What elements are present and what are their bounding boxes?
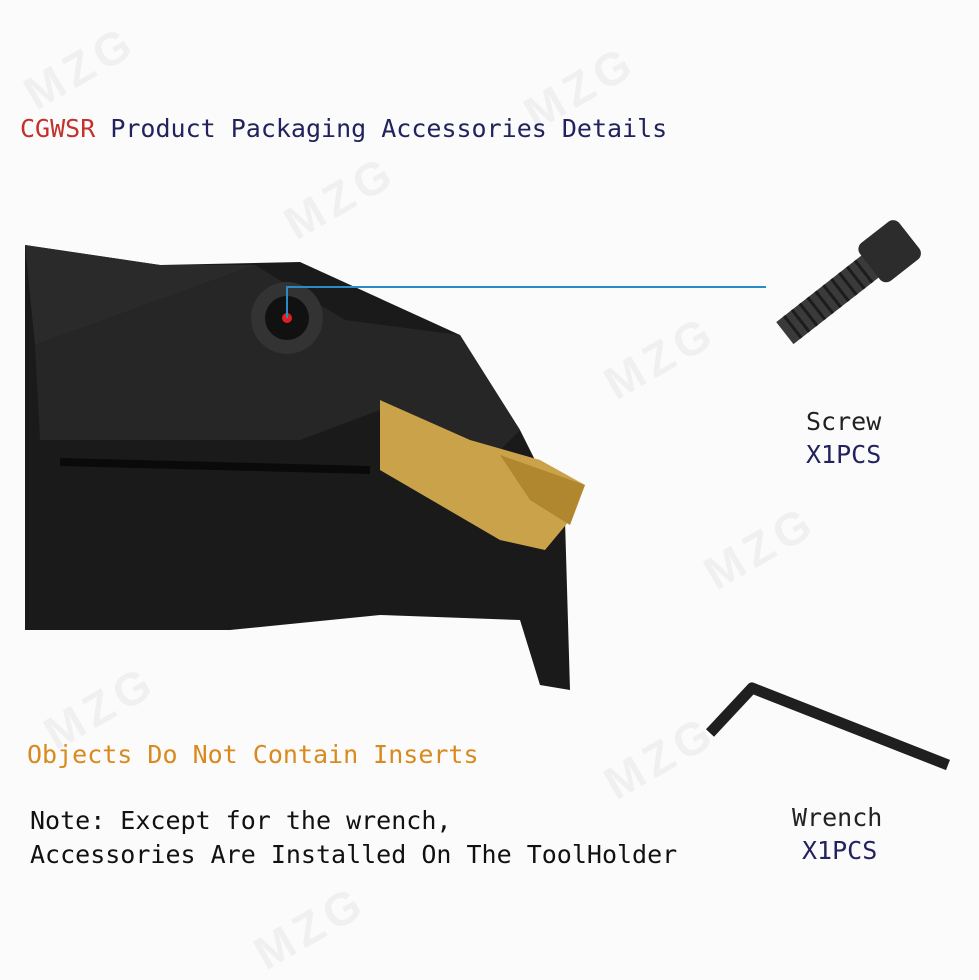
note-line-1: Note: Except for the wrench, <box>30 806 452 835</box>
screw-label: Screw <box>806 407 882 436</box>
title-text: Product Packaging Accessories Details <box>95 114 668 143</box>
screw-quantity: X1PCS <box>806 440 882 469</box>
brand-code: CGWSR <box>20 114 96 143</box>
wrench-quantity: X1PCS <box>802 836 878 865</box>
inserts-notice: Objects Do Not Contain Inserts <box>27 740 479 769</box>
page-title: CGWSR Product Packaging Accessories Deta… <box>20 114 667 143</box>
wrench-label: Wrench <box>792 803 883 832</box>
leader-line <box>286 286 766 318</box>
note-line-2: Accessories Are Installed On The ToolHol… <box>30 840 678 869</box>
